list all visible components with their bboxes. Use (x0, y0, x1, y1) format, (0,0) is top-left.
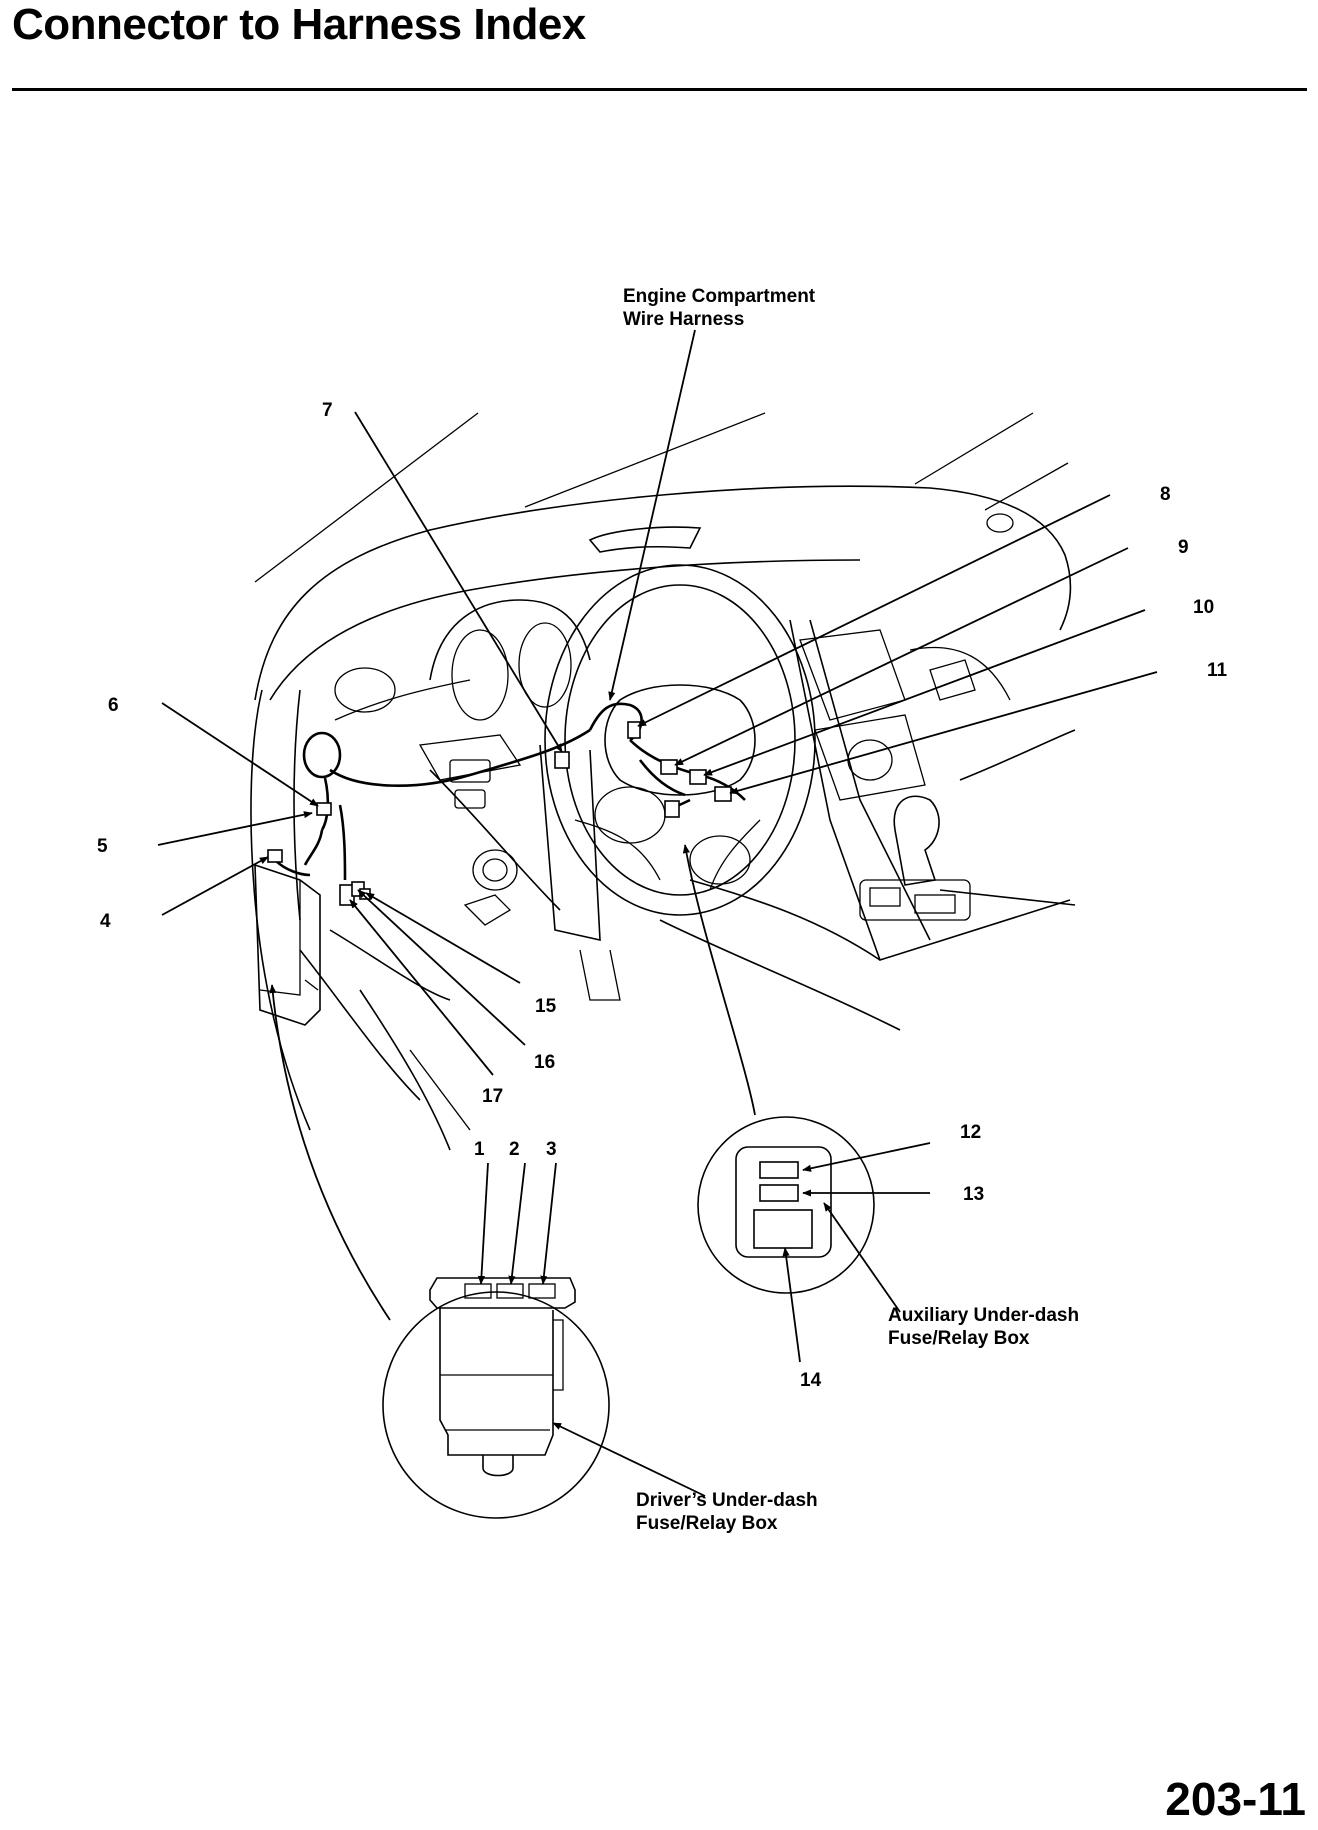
driver-box-label-line2: Fuse/Relay Box (636, 1513, 778, 1534)
callout-6: 6 (108, 695, 119, 716)
page-title: Connector to Harness Index (12, 0, 586, 49)
control-unit (254, 863, 321, 1026)
aux-box-label-line1: Auxiliary Under-dash (888, 1305, 1079, 1326)
callout-7: 7 (322, 400, 333, 421)
aux-connector-14 (753, 1209, 813, 1249)
driver-box-label-line1: Driver’s Under-dash (636, 1490, 818, 1511)
aux-connector-12 (759, 1161, 799, 1179)
callout-labels: 7 8 9 10 11 6 5 4 15 16 17 1 2 3 12 13 1… (97, 286, 1228, 1534)
dashboard-outline (250, 412, 1076, 1151)
aux-box-label-line2: Fuse/Relay Box (888, 1328, 1030, 1349)
callout-14: 14 (800, 1370, 822, 1391)
callout-leaders (157, 329, 1158, 1321)
callout-8: 8 (1160, 484, 1171, 505)
auxiliary-fuse-box-inset (697, 1116, 931, 1363)
callout-4: 4 (100, 911, 111, 932)
callout-17: 17 (482, 1086, 503, 1107)
callout-3: 3 (546, 1139, 557, 1160)
connector-6 (316, 802, 332, 816)
callout-13: 13 (963, 1184, 984, 1205)
fuse-box-connector-3 (528, 1283, 556, 1299)
wire-harness (274, 702, 746, 881)
callout-16: 16 (534, 1052, 555, 1073)
engine-harness-label-line1: Engine Compartment (623, 286, 816, 307)
callout-15: 15 (535, 996, 557, 1017)
aux-connector-13 (759, 1184, 799, 1202)
connector-12-harness (664, 800, 680, 818)
engine-harness-label-line2: Wire Harness (623, 309, 744, 330)
connector-7 (554, 751, 570, 769)
callout-11: 11 (1207, 660, 1228, 681)
callout-10: 10 (1193, 597, 1214, 618)
connector-9 (660, 759, 678, 775)
callout-5: 5 (97, 836, 108, 857)
connector-11 (714, 786, 732, 802)
fuse-box-connector-2 (496, 1283, 524, 1299)
callout-12: 12 (960, 1122, 981, 1143)
callout-1: 1 (474, 1139, 485, 1160)
connectors (267, 721, 732, 906)
callout-9: 9 (1178, 537, 1189, 558)
connector-4 (267, 849, 283, 863)
driver-fuse-box-inset (382, 1162, 706, 1519)
callout-2: 2 (509, 1139, 520, 1160)
title-divider (12, 88, 1307, 91)
page-number: 203-11 (1165, 1773, 1306, 1825)
connector-8 (627, 721, 641, 739)
connector-10 (689, 769, 707, 785)
